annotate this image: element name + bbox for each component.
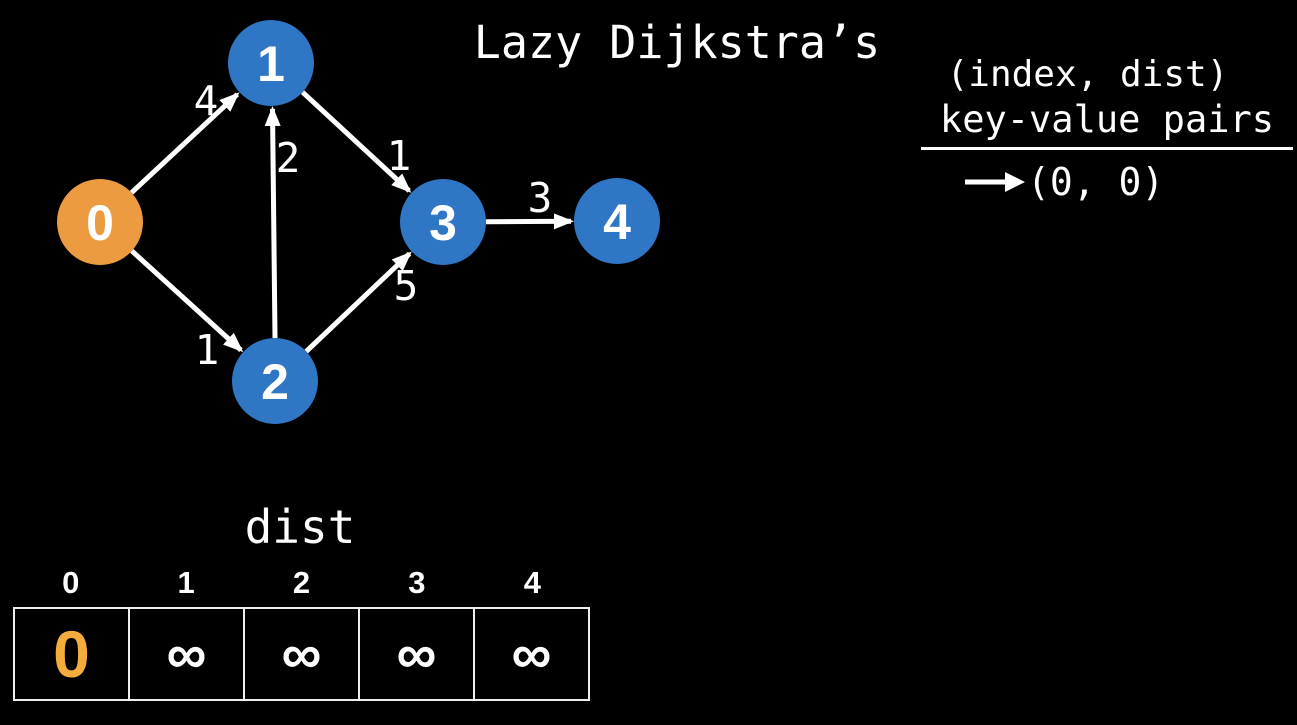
edge-2-1-weight-label: 2: [276, 134, 301, 182]
node-0-label: 0: [86, 195, 114, 251]
dist-value-2: ∞: [281, 622, 322, 685]
dist-value-1: ∞: [166, 622, 207, 685]
node-1-label: 1: [257, 36, 285, 92]
dist-index-2: 2: [292, 565, 311, 600]
node-2-label: 2: [261, 354, 289, 410]
graph-node-2: 2: [232, 338, 318, 424]
node-3-label: 3: [429, 195, 457, 251]
graph-node-0: 0: [57, 179, 143, 265]
node-3-circle: [400, 179, 486, 265]
edge-2-1-arrow: [264, 106, 281, 339]
edge-1-3-arrow: [300, 90, 412, 193]
dist-index-row: 0 1 2 3 4: [13, 567, 590, 598]
edge-2-3-arrow: [304, 251, 412, 354]
dist-array-table: 0 ∞ ∞ ∞ ∞: [13, 607, 590, 701]
node-0-circle: [57, 179, 143, 265]
dist-value-4: ∞: [511, 622, 552, 685]
graph-canvas: 4 1 2 1 5 3 0 1 2 3 4: [57, 20, 660, 424]
node-2-circle: [232, 338, 318, 424]
priority-queue-entry: (0, 0): [963, 160, 1164, 204]
edge-1-3: 1: [300, 90, 412, 193]
node-4-circle: [574, 178, 660, 264]
graph-node-1: 1: [228, 20, 314, 106]
edge-3-4: 3: [485, 174, 574, 230]
dist-value-0: 0: [53, 617, 90, 691]
graph-node-4: 4: [574, 178, 660, 264]
dist-cell-4: ∞: [475, 609, 588, 699]
priority-queue-heading-line2: key-value pairs: [921, 101, 1293, 150]
queue-pointer-arrow-icon: [965, 172, 1025, 192]
dist-cell-0: 0: [15, 609, 130, 699]
dist-cell-3: ∞: [360, 609, 475, 699]
edge-0-2-arrow: [130, 249, 244, 353]
edge-3-4-weight-label: 3: [528, 174, 553, 222]
node-4-label: 4: [603, 194, 631, 250]
dist-array-title: dist: [244, 500, 356, 554]
dist-cell-2: ∞: [245, 609, 360, 699]
page-title: Lazy Dijkstra’s: [473, 16, 881, 69]
node-1-circle: [228, 20, 314, 106]
dist-index-1: 1: [177, 565, 195, 600]
edge-0-2: 1: [130, 249, 244, 374]
dist-cell-1: ∞: [130, 609, 245, 699]
edge-0-1-weight-label: 4: [194, 77, 219, 125]
dist-index-4: 4: [523, 565, 541, 600]
edge-2-3: 5: [304, 251, 419, 354]
edge-0-2-weight-label: 1: [195, 326, 220, 374]
edge-3-4-arrow: [485, 213, 574, 230]
dist-index-3: 3: [408, 565, 426, 600]
edge-2-3-weight-label: 5: [394, 262, 419, 310]
edge-0-1: 4: [129, 77, 240, 195]
dist-value-3: ∞: [396, 622, 437, 685]
edge-0-1-arrow: [129, 92, 240, 195]
edge-2-1: 2: [264, 106, 301, 339]
edge-1-3-weight-label: 1: [387, 132, 412, 180]
dist-index-0: 0: [62, 565, 80, 600]
queue-entry-text: (0, 0): [1027, 160, 1165, 204]
priority-queue-heading-line1: (index, dist): [946, 54, 1229, 95]
graph-node-3: 3: [400, 179, 486, 265]
